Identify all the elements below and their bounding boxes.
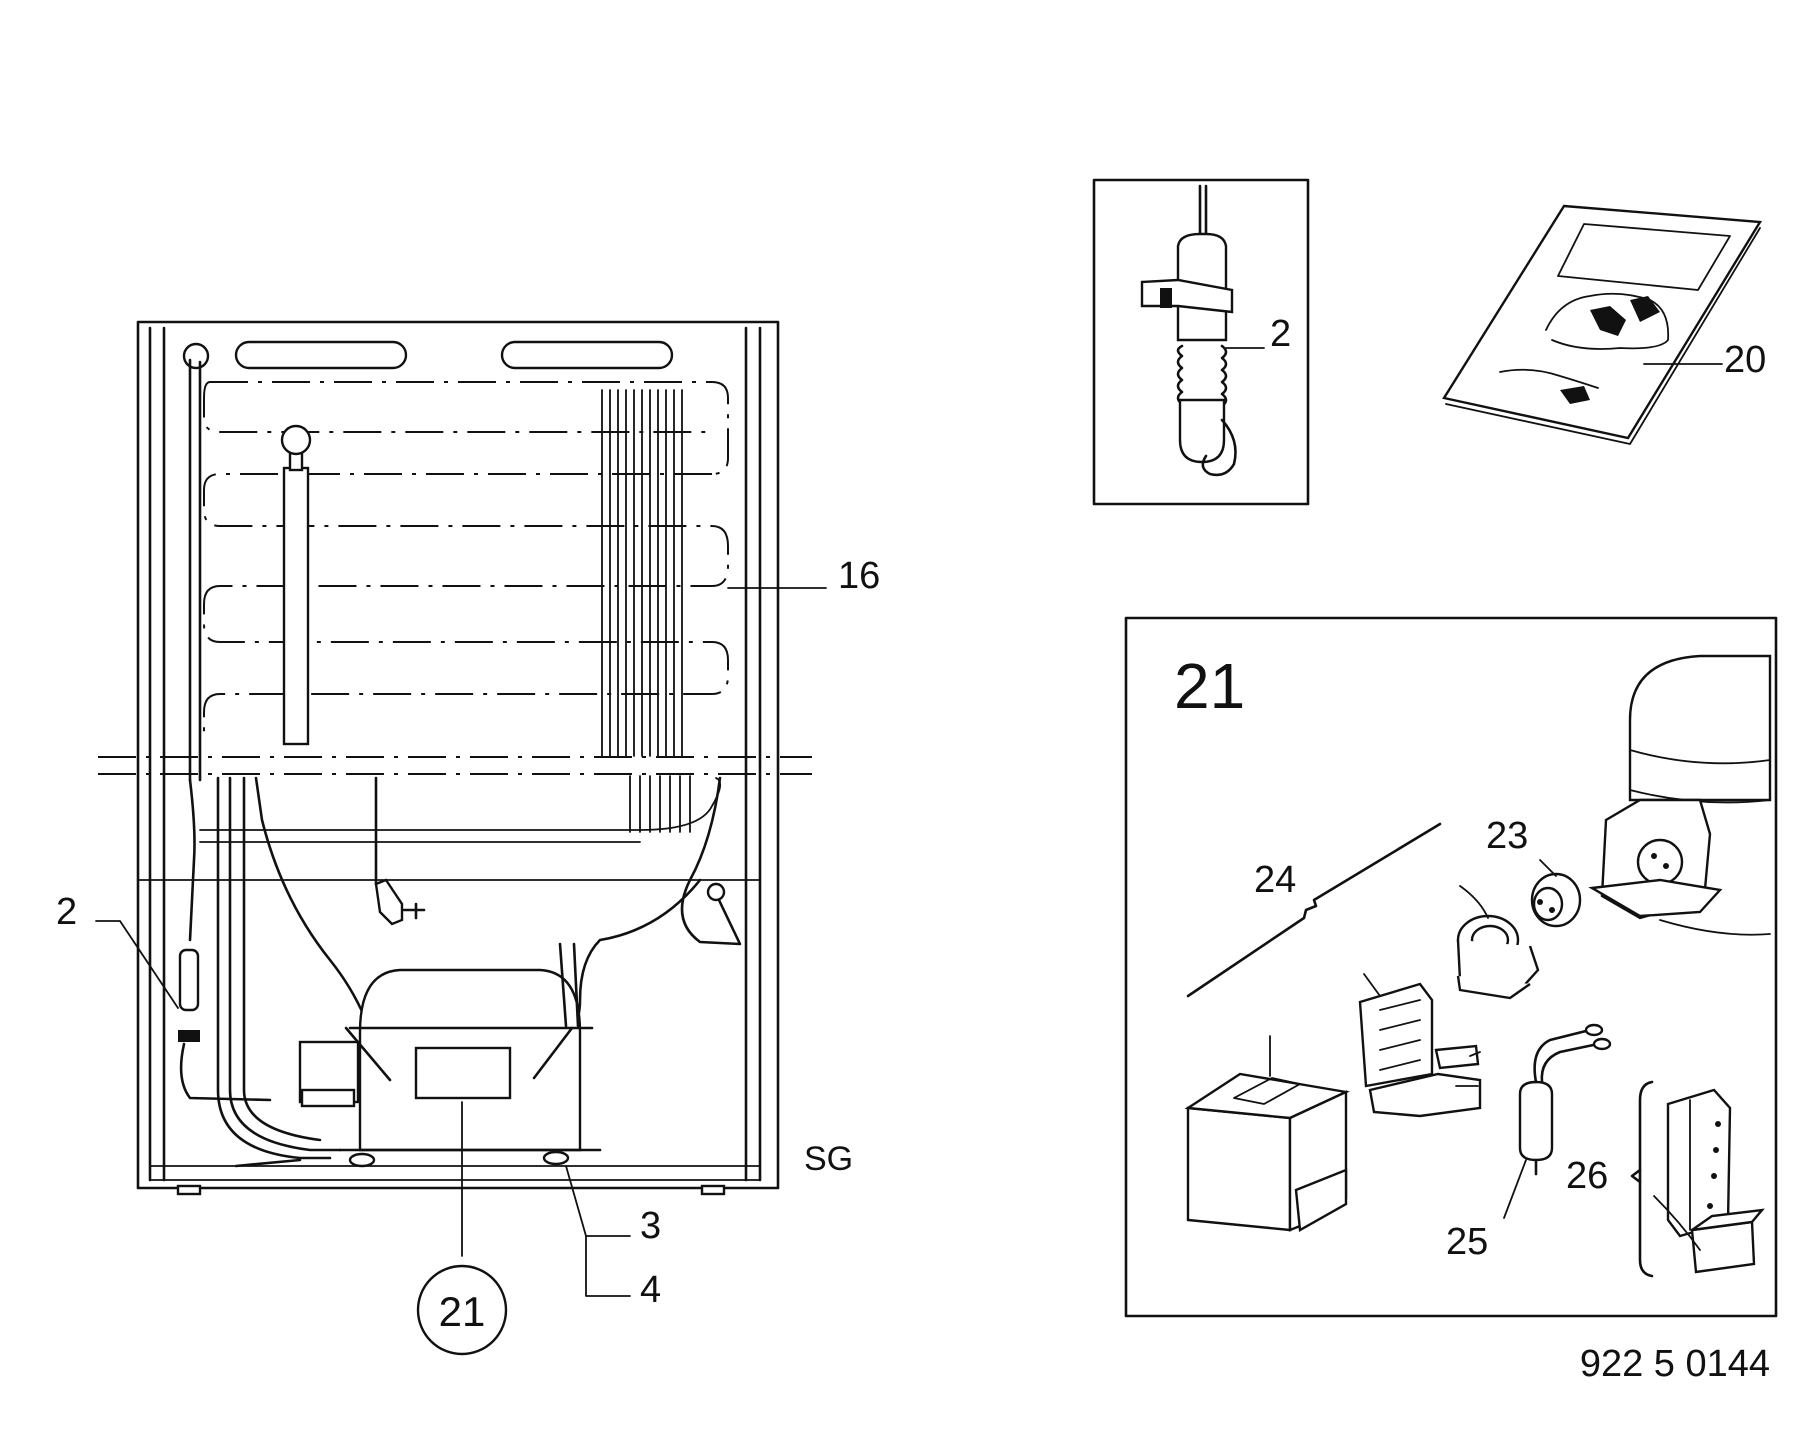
- callout-20: 20: [1724, 339, 1766, 381]
- capillary-filter: [178, 778, 272, 1102]
- relay-clamp: [1456, 885, 1540, 1000]
- refrigerant-tubing: [199, 776, 742, 1160]
- cabinet-rear-view: [98, 320, 812, 1196]
- mounting-bracket-group: [1630, 1080, 1765, 1278]
- relay-part: [1530, 859, 1582, 928]
- terminal-block: [1358, 973, 1482, 1118]
- callout-23: 23: [1486, 815, 1528, 857]
- callout-21-circle: [416, 1264, 508, 1356]
- capillary-inset: [1092, 178, 1310, 506]
- drawing-number: 922 5 0144: [1580, 1343, 1770, 1385]
- panel-compressor: [1588, 654, 1772, 936]
- evaporator-coil: [203, 381, 729, 833]
- instruction-manual: [1442, 204, 1763, 445]
- group-bracket-24: [1186, 822, 1442, 998]
- terminal-cover: [1184, 1035, 1351, 1232]
- leader-lines: [95, 587, 827, 1297]
- callout-2-main: 2: [56, 891, 77, 933]
- compressor-parts-panel: [1124, 616, 1778, 1318]
- panel-title-21: 21: [1174, 650, 1245, 722]
- callout-21: 21: [439, 1288, 486, 1335]
- callout-16: 16: [838, 555, 880, 597]
- callout-2-inset: 2: [1270, 313, 1291, 355]
- capacitor-part: [1503, 1023, 1612, 1219]
- compressor-unit: [234, 942, 602, 1168]
- location-code-sg: SG: [804, 1140, 853, 1178]
- callout-26: 26: [1566, 1155, 1608, 1197]
- callout-3: 3: [640, 1205, 661, 1247]
- callout-24: 24: [1254, 859, 1296, 901]
- callout-25: 25: [1446, 1221, 1488, 1263]
- callout-4: 4: [640, 1269, 661, 1311]
